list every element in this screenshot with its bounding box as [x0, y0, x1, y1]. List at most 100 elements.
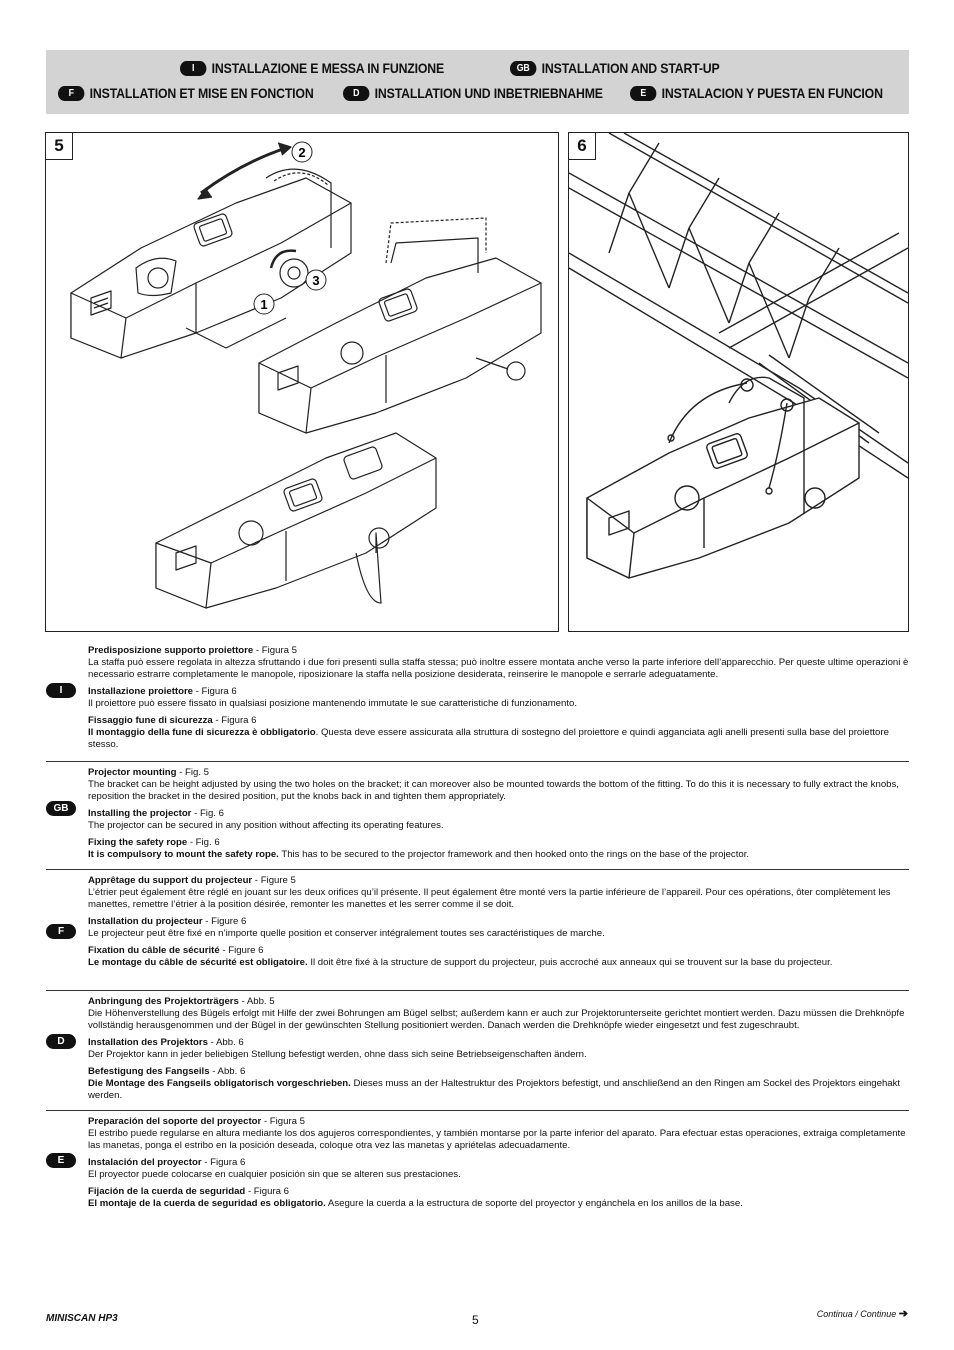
item-body: Der Projektor kann in jeder beliebigen S… [88, 1049, 587, 1060]
figure-5: 2 1 3 5 [45, 132, 559, 632]
heading-it-text: INSTALLAZIONE E MESSA IN FUNZIONE [211, 60, 445, 76]
arrow-right-icon: ➔ [898, 1308, 908, 1320]
item-body: This has to be secured to the projector … [278, 849, 750, 860]
item-ref: - Fig. 6 [191, 808, 224, 819]
item-es-2: Instalación del proyector - Figura 6 El … [88, 1157, 909, 1181]
lang-badge-fr: F [58, 85, 85, 101]
heading-fr-text: INSTALLATION ET MISE EN FONCTION [89, 85, 314, 101]
figure-6-illustration [569, 133, 908, 579]
item-title: Installation des Projektors [88, 1037, 208, 1048]
callout-2: 2 [298, 145, 305, 160]
item-title: Instalación del proyector [88, 1157, 202, 1168]
item-ref: - Abb. 5 [238, 996, 275, 1007]
section-de: D Anbringung des Projektorträgers - Abb.… [46, 996, 909, 1106]
item-ref: - Figura 6 [245, 1186, 290, 1197]
continue-label: Continua / Continue [816, 1309, 897, 1319]
section-divider [46, 761, 909, 762]
heading-es-text: INSTALACION Y PUESTA EN FUNCION [661, 85, 883, 101]
item-body: The bracket can be height adjusted by us… [88, 779, 899, 802]
item-body: L’étrier peut également être réglé en jo… [88, 887, 891, 910]
item-es-1: Preparación del soporte del proyector - … [88, 1116, 909, 1152]
heading-gb-text: INSTALLATION AND START-UP [541, 60, 720, 76]
item-gb-2: Installing the projector - Fig. 6 The pr… [88, 808, 909, 832]
section-divider [46, 990, 909, 991]
item-ref: - Abb. 6 [209, 1066, 246, 1077]
item-ref: - Figura 6 [212, 715, 257, 726]
projector-illustration-c [155, 432, 437, 609]
item-ref: - Fig. 6 [187, 837, 220, 848]
item-fr-1: Apprêtage du support du projecteur - Fig… [88, 875, 909, 911]
item-body: Il proiettore può essere fissato in qual… [88, 698, 578, 709]
lang-badge-de: D [343, 85, 370, 101]
item-title: Installation du projecteur [88, 916, 203, 927]
continue-note: Continua / Continue ➔ [770, 1307, 908, 1320]
item-ref: - Figura 6 [193, 686, 237, 697]
item-warning: Die Montage des Fangseils obligatorisch … [88, 1078, 351, 1089]
model-name: MINISCAN HP3 [46, 1313, 118, 1324]
heading-it: I INSTALLAZIONE E MESSA IN FUNZIONE [180, 60, 444, 76]
projector-illustration-b [258, 217, 542, 434]
heading-de-text: INSTALLATION UND INBETRIEBNAHME [374, 85, 603, 101]
item-es-3: Fijación de la cuerda de seguridad - Fig… [88, 1186, 909, 1210]
section-divider [46, 1110, 909, 1111]
item-title: Fijación de la cuerda de seguridad [88, 1186, 246, 1197]
page-number: 5 [472, 1313, 479, 1327]
item-ref: - Figura 5 [253, 645, 297, 656]
item-body: El estribo puede regularse en altura med… [88, 1128, 906, 1151]
item-title: Apprêtage du support du projecteur [88, 875, 253, 886]
item-warning: El montaje de la cuerda de seguridad es … [88, 1198, 326, 1209]
item-gb-3: Fixing the safety rope - Fig. 6 It is co… [88, 837, 909, 861]
item-warning: It is compulsory to mount the safety rop… [88, 849, 279, 860]
item-body: La staffa può essere regolata in altezza… [88, 657, 909, 680]
item-body: Il doit être fixé à la structure de supp… [307, 957, 833, 968]
item-title: Anbringung des Projektorträgers [88, 996, 239, 1007]
item-body: El proyector puede colocarse en cualquie… [88, 1169, 461, 1180]
section-fr: F Apprêtage du support du projecteur - F… [46, 875, 909, 987]
item-fr-3: Fixation du câble de sécurité - Figure 6… [88, 945, 909, 969]
title-banner: I INSTALLAZIONE E MESSA IN FUNZIONE GB I… [46, 50, 909, 114]
item-de-2: Installation des Projektors - Abb. 6 Der… [88, 1037, 909, 1061]
item-body: . Questa deve essere assicurata alla str… [88, 727, 889, 750]
item-title: Fixation du câble de sécurité [88, 945, 220, 956]
item-ref: - Figure 6 [219, 945, 264, 956]
lang-badge-es: E [630, 85, 657, 101]
figure-5-illustration: 2 1 3 [70, 141, 542, 609]
item-ref: - Figura 5 [261, 1116, 306, 1127]
item-title: Installazione proiettore [88, 686, 194, 697]
item-ref: - Abb. 6 [207, 1037, 244, 1048]
item-ref: - Figure 6 [202, 916, 247, 927]
item-warning: Il montaggio della fune di sicurezza è o… [88, 727, 316, 738]
heading-fr: F INSTALLATION ET MISE EN FONCTION [58, 85, 314, 101]
lang-badge-gb: GB [510, 60, 537, 76]
truss-illustration [569, 133, 908, 479]
section-gb: GB Projector mounting - Fig. 5 The brack… [46, 767, 909, 867]
projector-illustration-d [586, 376, 860, 579]
section-badge-gb: GB [46, 801, 76, 816]
item-body: Le projecteur peut être fixé en n’import… [88, 928, 605, 939]
item-gb-1: Projector mounting - Fig. 5 The bracket … [88, 767, 909, 803]
item-it-3: Fissaggio fune di sicurezza - Figura 6 I… [88, 715, 909, 751]
item-title: Projector mounting [88, 767, 177, 778]
item-ref: - Figure 5 [252, 875, 296, 886]
projector-illustration-a [70, 168, 352, 359]
section-divider [46, 869, 909, 870]
section-badge-it: I [46, 683, 76, 698]
item-title: Installing the projector [88, 808, 192, 819]
item-ref: - Fig. 5 [176, 767, 210, 778]
callout-1: 1 [260, 297, 267, 312]
item-it-2: Installazione proiettore - Figura 6 Il p… [88, 686, 909, 710]
lang-badge-it: I [180, 60, 207, 76]
item-title: Fixing the safety rope [88, 837, 188, 848]
item-body: Dieses muss an der Haltestruktur des Pro… [88, 1078, 901, 1101]
figure-6: 6 [568, 132, 909, 632]
item-de-3: Befestigung des Fangseils - Abb. 6 Die M… [88, 1066, 909, 1102]
item-ref: - Figura 6 [201, 1157, 246, 1168]
item-it-1: Predisposizione supporto proiettore - Fi… [88, 645, 909, 681]
item-warning: Le montage du câble de sécurité est obli… [88, 957, 308, 968]
section-es: E Preparación del soporte del proyector … [46, 1116, 909, 1226]
heading-gb: GB INSTALLATION AND START-UP [510, 60, 720, 76]
figure-6-number: 6 [569, 133, 596, 160]
heading-es: E INSTALACION Y PUESTA EN FUNCION [630, 85, 883, 101]
section-badge-de: D [46, 1034, 76, 1049]
item-title: Fissaggio fune di sicurezza [88, 715, 213, 726]
